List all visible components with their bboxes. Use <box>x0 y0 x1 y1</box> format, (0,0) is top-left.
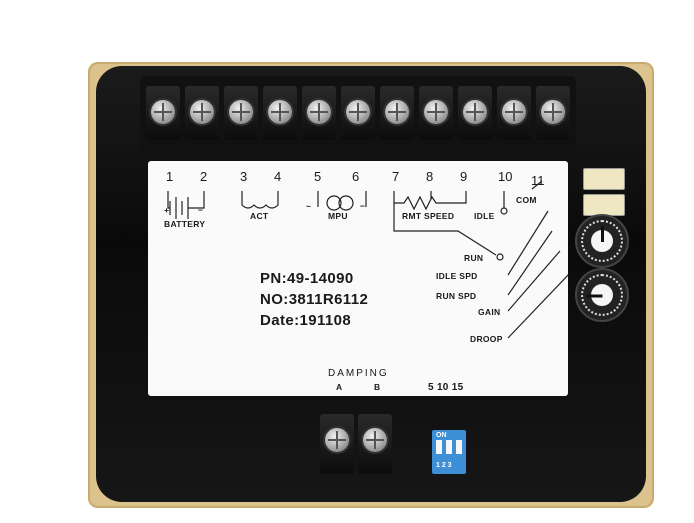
dip-switch-2[interactable] <box>446 440 452 454</box>
damping-b-label: B <box>374 382 381 392</box>
dip-position-labels: 1 2 3 <box>436 462 452 469</box>
terminal-number-10: 10 <box>498 169 513 184</box>
damping-a-label: A <box>336 382 343 392</box>
serial-number: NO:3811R6112 <box>260 291 369 308</box>
com-label: COM <box>516 195 537 205</box>
terminal-screw-6[interactable] <box>341 86 375 140</box>
pot-tag-2 <box>583 194 625 216</box>
run-spd-label: RUN SPD <box>436 291 477 301</box>
terminal-number-1: 1 <box>166 169 174 184</box>
damping-title: DAMPING <box>328 368 389 379</box>
terminal-screw-10[interactable] <box>497 86 531 140</box>
terminal-number-11: 11 <box>531 173 545 188</box>
droop-potentiometer[interactable] <box>575 268 629 322</box>
battery-label: BATTERY <box>164 219 206 229</box>
terminal-number-8: 8 <box>426 169 434 184</box>
terminal-screw-1[interactable] <box>146 86 180 140</box>
rmt-speed-label: RMT SPEED <box>402 211 455 221</box>
gain-label: GAIN <box>478 307 501 317</box>
terminal-number-2: 2 <box>200 169 208 184</box>
idle-spd-label: IDLE SPD <box>436 271 478 281</box>
wiring-label: 1 2 3 4 5 6 7 8 9 10 11 + − BATTERY ACT … <box>148 161 568 396</box>
terminal-number-6: 6 <box>352 169 360 184</box>
terminal-number-5: 5 <box>314 169 322 184</box>
mpu-label: MPU <box>328 211 348 221</box>
battery-plus: + <box>164 205 170 215</box>
dip-switch-1[interactable] <box>436 440 442 454</box>
damping-terminal-a[interactable] <box>320 414 354 474</box>
terminal-number-3: 3 <box>240 169 248 184</box>
damping-dip-switch[interactable]: ON 1 2 3 <box>432 430 466 474</box>
run-label: RUN <box>464 253 484 263</box>
damping-values: 5 10 15 <box>428 382 464 393</box>
terminal-screw-3[interactable] <box>224 86 258 140</box>
terminal-number-9: 9 <box>460 169 468 184</box>
idle-label: IDLE <box>474 211 495 221</box>
mpu-dash: − <box>360 201 366 211</box>
battery-minus: − <box>198 205 204 215</box>
gain-potentiometer[interactable] <box>575 214 629 268</box>
terminal-screw-5[interactable] <box>302 86 336 140</box>
terminal-screw-11[interactable] <box>536 86 570 140</box>
droop-label: DROOP <box>470 334 503 344</box>
pot-tag-1 <box>583 168 625 190</box>
date-code: Date:191108 <box>260 312 352 329</box>
terminal-screw-7[interactable] <box>380 86 414 140</box>
damping-terminal-b[interactable] <box>358 414 392 474</box>
dip-switch-3[interactable] <box>456 440 462 454</box>
terminal-screw-2[interactable] <box>185 86 219 140</box>
wiring-diagram <box>167 180 568 339</box>
terminal-screw-9[interactable] <box>458 86 492 140</box>
part-number: PN:49-14090 <box>260 270 354 287</box>
mpu-tilde: ~ <box>306 201 312 211</box>
terminal-number-4: 4 <box>274 169 282 184</box>
terminal-screw-8[interactable] <box>419 86 453 140</box>
dip-on-label: ON <box>436 432 447 439</box>
terminal-number-7: 7 <box>392 169 400 184</box>
act-label: ACT <box>250 211 269 221</box>
terminal-screw-4[interactable] <box>263 86 297 140</box>
